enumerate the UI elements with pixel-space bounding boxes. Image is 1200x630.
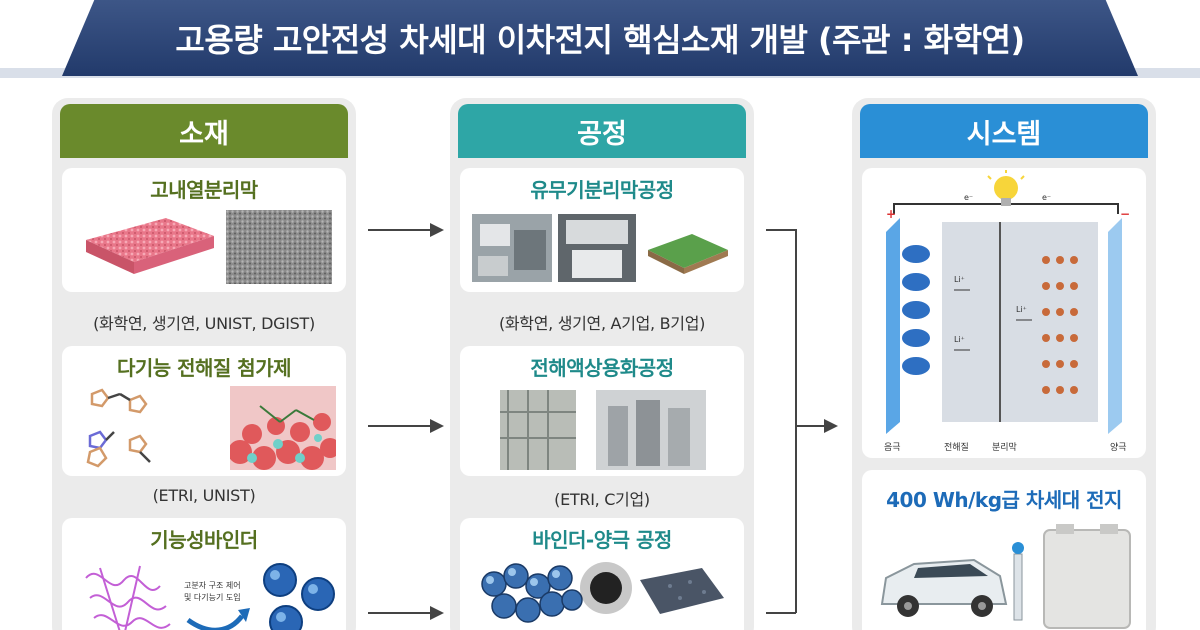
separator-process-card: 유무기분리막공정 <box>460 168 744 292</box>
separator-material-title: 고내열분리막 <box>150 178 258 202</box>
process-bracket-bottom <box>766 612 796 614</box>
materials-header: 소재 <box>60 104 348 158</box>
electrolyte-surface-image <box>230 386 336 470</box>
binder-inset-text-1: 고분자 구조 제어 <box>184 580 241 590</box>
polymer-binder-image: 고분자 구조 제어 및 다기능기 도입 <box>85 563 335 630</box>
arrow-materials-to-process-3 <box>368 606 444 620</box>
positive-terminal-label: + <box>886 207 896 221</box>
lithium-ion-label-2: Li⁺ <box>954 335 965 344</box>
electrolyte-label: 전해질 <box>944 441 969 453</box>
materials-caption-2: (ETRI, UNIST) <box>152 486 256 505</box>
separator-material-card: 고내열분리막 <box>62 168 346 292</box>
process-caption-2: (ETRI, C기업) <box>554 490 650 509</box>
materials-column: 소재 고내열분리막 (화학연, 생기연, UNIST, DG <box>52 98 356 630</box>
process-column: 공정 유무기분리막공정 (화학연, 생기연, A기업, B기업) 전해액상용화공… <box>450 98 754 630</box>
separator-process-photos <box>472 214 728 282</box>
electron-label-left: e⁻ <box>964 193 973 202</box>
electrolyte-process-photos <box>500 390 706 470</box>
electrolyte-process-card: 전해액상용화공정 <box>460 346 744 476</box>
molecule-structure-image <box>86 388 151 468</box>
arrow-materials-to-process-1 <box>368 223 444 237</box>
system-header: 시스템 <box>860 104 1148 158</box>
electrolyte-additive-title: 다기능 전해질 첨가제 <box>116 356 292 380</box>
light-bulb-icon <box>987 170 1025 206</box>
process-bracket <box>766 229 796 231</box>
binder-process-card: 바인더-양극 공정 <box>460 518 744 630</box>
next-gen-battery-title: 400 Wh/kg급 차세대 전지 <box>886 488 1122 512</box>
process-header: 공정 <box>458 104 746 158</box>
arrow-materials-to-process-2 <box>368 419 444 433</box>
electric-car-battery-image <box>880 524 1131 629</box>
page-title: 고용량 고안전성 차세대 이차전지 핵심소재 개발 (주관 : 화학연) <box>175 21 1025 59</box>
anode-label: 음극 <box>884 442 901 453</box>
process-bracket-vertical <box>795 229 797 613</box>
binder-card: 기능성바인더 고분자 구조 제어 및 다기능기 도입 <box>62 518 346 630</box>
binder-process-title: 바인더-양극 공정 <box>532 528 672 552</box>
cathode-label: 양극 <box>1110 442 1127 453</box>
lithium-ion-label-3: Li⁺ <box>1016 305 1027 314</box>
battery-cell-diagram: e⁻ e⁻ + − <box>884 170 1130 453</box>
binder-process-images <box>481 562 724 623</box>
separator-process-title: 유무기분리막공정 <box>530 178 674 202</box>
binder-inset-text-2: 및 다기능기 도입 <box>184 592 241 602</box>
materials-caption-1: (화학연, 생기연, UNIST, DGIST) <box>93 314 315 333</box>
negative-terminal-label: − <box>1120 207 1130 221</box>
arrow-process-to-system <box>796 419 838 433</box>
separator-label: 분리막 <box>992 442 1017 453</box>
heat-resistant-separator-image <box>86 210 332 284</box>
system-column: 시스템 e⁻ e⁻ + − <box>852 98 1156 630</box>
battery-diagram-card: e⁻ e⁻ + − <box>862 168 1146 458</box>
next-gen-battery-card: 400 Wh/kg급 차세대 전지 <box>862 470 1146 630</box>
electrolyte-process-title: 전해액상용화공정 <box>530 356 674 380</box>
header-banner <box>62 0 1138 76</box>
process-caption-1: (화학연, 생기연, A기업, B기업) <box>498 314 706 333</box>
lithium-ion-label-1: Li⁺ <box>954 275 965 284</box>
binder-title: 기능성바인더 <box>150 528 258 552</box>
electron-label-right: e⁻ <box>1042 193 1051 202</box>
electrolyte-additive-card: 다기능 전해질 첨가제 <box>62 346 346 476</box>
